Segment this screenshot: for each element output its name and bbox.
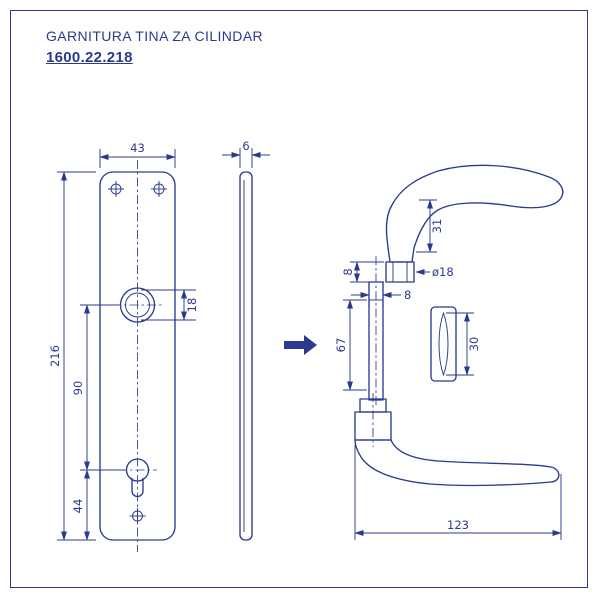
- dimension-plate-height: 216: [48, 171, 96, 541]
- dim-plate-height: 216: [48, 345, 62, 367]
- dim-plate-thickness: 6: [242, 139, 249, 153]
- drawing-header: GARNITURA TINA ZA CILINDAR 1600.22.218: [46, 28, 263, 66]
- dim-rose-height: 8: [341, 268, 355, 275]
- dimension-hole-spacing: 90: [71, 304, 125, 471]
- dim-handle-length: 123: [447, 518, 469, 532]
- handle-top-view: 123: [354, 393, 562, 540]
- product-code: 1600.22.218: [46, 49, 133, 66]
- direction-arrow-icon: [284, 335, 317, 355]
- sheet-border: [10, 10, 588, 588]
- screw-hole-icon: [108, 181, 124, 197]
- dimension-bottom-offset: 44: [71, 469, 91, 541]
- dim-spindle-length: 67: [334, 338, 348, 353]
- dim-spindle-width: 8: [404, 288, 411, 302]
- rose-collar: [385, 261, 415, 283]
- side-view-plate: 6: [222, 139, 270, 541]
- screw-hole-icon: [129, 508, 146, 524]
- dim-rose-dia: ø18: [432, 265, 454, 279]
- page-title: GARNITURA TINA ZA CILINDAR: [46, 28, 264, 44]
- dim-bottom-offset: 44: [71, 499, 85, 514]
- front-view-backplate: 43 216 90 44 18: [48, 141, 199, 552]
- dim-neck-height: 31: [430, 219, 444, 234]
- dim-handle-hole: 18: [185, 298, 199, 313]
- dim-plate-width: 43: [130, 141, 145, 155]
- handle-hole: [112, 287, 163, 323]
- dimension-handle-hole: 18: [141, 289, 199, 321]
- dimension-plate-width: 43: [99, 141, 176, 168]
- dim-grip-width: 30: [467, 337, 481, 352]
- dim-hole-spacing: 90: [71, 381, 85, 396]
- spindle: [368, 256, 384, 408]
- screw-hole-icon: [151, 181, 167, 197]
- grip-cross-section: 30: [430, 306, 481, 382]
- handle-side-view: 31 8 ø18 8 67: [334, 164, 564, 408]
